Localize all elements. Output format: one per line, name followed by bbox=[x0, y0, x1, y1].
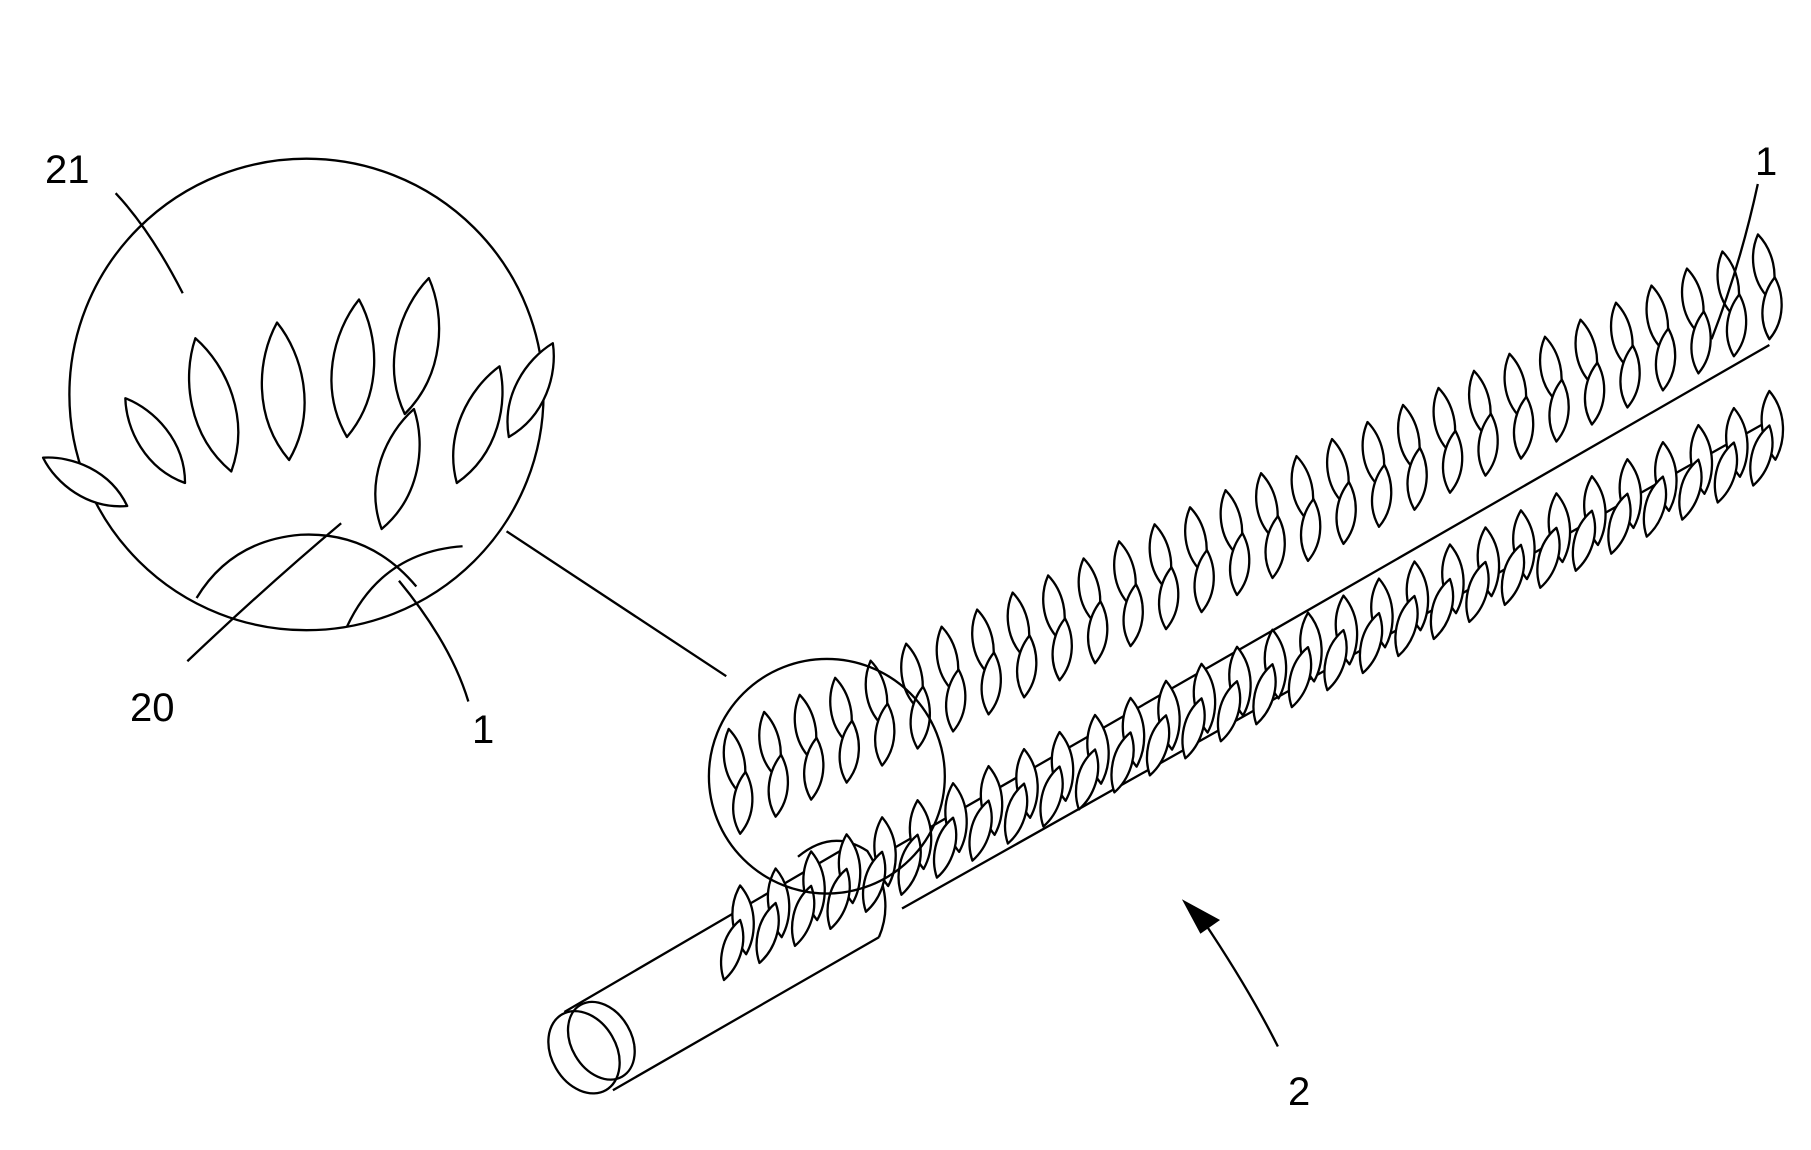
leaf-bristle bbox=[1287, 646, 1313, 709]
leaf-bristle bbox=[1429, 577, 1455, 641]
leaf-bristle bbox=[260, 321, 306, 462]
leaf-bristle bbox=[1051, 617, 1073, 682]
leaf-bristle bbox=[874, 702, 896, 767]
leaf-bristle bbox=[1571, 509, 1597, 572]
leaf-bristle bbox=[1087, 600, 1109, 665]
shaft bbox=[547, 839, 887, 1095]
leaf-bristle bbox=[732, 770, 754, 835]
leaf-bristle bbox=[720, 918, 745, 982]
leaf-bristle bbox=[1465, 560, 1490, 624]
leaf-bristle bbox=[1500, 543, 1526, 606]
leaf-bristle bbox=[1323, 628, 1348, 692]
leader-lines bbox=[114, 183, 1759, 1048]
leaf-bristle bbox=[1299, 497, 1322, 563]
leaf-bristle bbox=[909, 685, 931, 750]
leaf-bristle bbox=[1216, 680, 1242, 743]
leaf-bristle bbox=[968, 799, 993, 862]
leaf-bristle bbox=[1252, 663, 1277, 726]
leaf-bristle bbox=[1512, 395, 1535, 460]
leaf-bristle bbox=[861, 850, 887, 913]
leaf-bristle bbox=[1441, 429, 1464, 494]
leaf-bristle bbox=[1394, 594, 1419, 658]
leaf-bristle bbox=[1193, 549, 1215, 614]
magnified-detail bbox=[41, 157, 555, 632]
leaf-bristle bbox=[1642, 475, 1668, 538]
leaf-bristle bbox=[945, 668, 967, 733]
leaf-bristle bbox=[41, 456, 129, 508]
leaf-bristle bbox=[1406, 446, 1428, 511]
leaf-bristle bbox=[1158, 566, 1180, 631]
leaf-bristle bbox=[1370, 463, 1393, 528]
brush-leaves bbox=[720, 233, 1785, 982]
ref-numeral-21: 21 bbox=[45, 148, 90, 192]
leaf-bristle bbox=[1110, 731, 1135, 794]
leaf-bristle bbox=[1003, 782, 1029, 845]
leaf-bristle bbox=[1536, 526, 1561, 589]
leaf-bristle bbox=[374, 407, 421, 531]
leaf-bristle bbox=[897, 833, 922, 896]
leaf-bristle bbox=[1761, 276, 1783, 341]
detail-marker-circle bbox=[707, 657, 946, 895]
detail-connector-line bbox=[505, 530, 727, 678]
leaf-bristle bbox=[1690, 310, 1712, 375]
leaf-bristle bbox=[1145, 714, 1171, 777]
leaf-bristle bbox=[187, 337, 240, 473]
ref-numeral-20: 20 bbox=[130, 686, 175, 730]
ref-numeral-1-detail: 1 bbox=[472, 708, 495, 752]
leaf-bristle bbox=[1016, 634, 1038, 699]
leaf-bristle bbox=[1229, 532, 1251, 597]
leaf-bristle bbox=[1725, 293, 1748, 358]
leaf-bristle bbox=[1678, 458, 1703, 521]
leaf-bristle bbox=[1654, 327, 1677, 392]
leaf-bristle bbox=[1181, 697, 1206, 760]
ref-numeral-2: 2 bbox=[1288, 1070, 1311, 1114]
leaf-bristle bbox=[790, 884, 816, 948]
leaf-bristle bbox=[1264, 514, 1286, 580]
leaf-bristle bbox=[1713, 441, 1739, 504]
leaf-bristle bbox=[1335, 480, 1357, 546]
leaf-bristle bbox=[1607, 492, 1632, 555]
leaf-bristle bbox=[392, 276, 441, 416]
leaf-bristle bbox=[980, 651, 1002, 716]
leaf-bristle bbox=[506, 342, 555, 439]
leaf-bristle bbox=[1477, 412, 1499, 477]
leaf-bristle bbox=[838, 719, 861, 784]
leaf-bristle bbox=[124, 397, 187, 485]
leaf-bristle bbox=[1749, 424, 1774, 487]
leaf-bristle bbox=[330, 298, 376, 439]
leaf-bristle bbox=[767, 753, 790, 818]
leaf-bristle bbox=[803, 736, 825, 801]
leaf-bristle bbox=[1122, 583, 1144, 648]
leaf-bristle bbox=[1358, 611, 1384, 675]
leaf-bristle bbox=[452, 365, 504, 485]
leaf-bristle bbox=[1548, 378, 1570, 443]
leaf-bristle bbox=[1074, 748, 1100, 811]
leaf-bristle bbox=[826, 867, 851, 930]
ref-numeral-1-roller: 1 bbox=[1755, 140, 1778, 184]
leaf-bristle bbox=[932, 816, 958, 879]
leaf-bristle bbox=[755, 901, 780, 965]
leaf-bristle bbox=[1583, 361, 1606, 426]
leaf-bristle bbox=[1619, 344, 1641, 409]
leaf-bristle bbox=[1039, 765, 1064, 828]
